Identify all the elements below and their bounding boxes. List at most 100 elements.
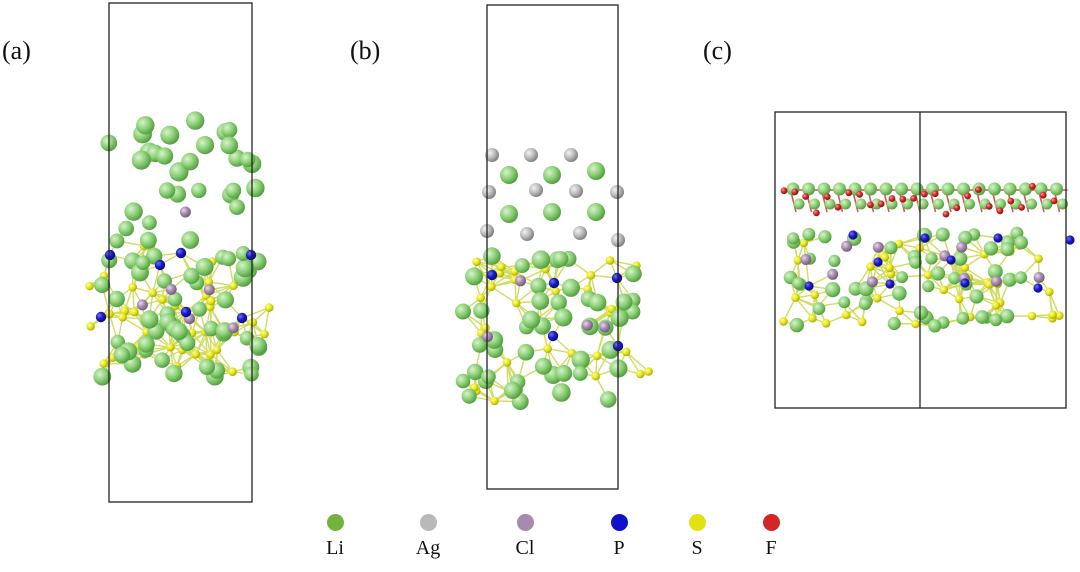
li-atom <box>1000 242 1015 257</box>
li-atom <box>455 303 471 320</box>
f-atom <box>910 195 917 202</box>
f-atom <box>1018 204 1025 211</box>
f-atom <box>953 204 961 212</box>
li-atom <box>1041 198 1053 210</box>
li-atom <box>543 203 561 221</box>
p-atom <box>804 281 814 291</box>
bond <box>609 259 637 267</box>
li-atom <box>473 302 490 319</box>
li-atom <box>922 280 935 293</box>
s-atom <box>808 313 817 323</box>
cl-atom <box>581 319 593 331</box>
li-atom <box>503 381 522 399</box>
p-atom <box>946 255 956 265</box>
cl-atom <box>599 321 611 333</box>
li-atom <box>956 311 970 325</box>
bond <box>122 316 147 333</box>
s-atom <box>923 270 933 280</box>
f-atom <box>813 209 820 217</box>
li-atom <box>828 254 841 267</box>
s-atom <box>799 238 809 248</box>
li-atom <box>909 255 922 269</box>
li-atom <box>855 198 867 210</box>
li-atom <box>987 264 1003 280</box>
p-atom <box>236 312 248 324</box>
ag-atom <box>610 185 624 199</box>
li-atom <box>140 310 159 329</box>
li-atom <box>156 147 174 165</box>
li-atom <box>1057 198 1068 210</box>
f-atom <box>964 192 971 200</box>
li-swatch-icon <box>326 514 344 531</box>
li-atom <box>983 241 999 256</box>
li-atom <box>240 151 256 168</box>
f-atom <box>1039 191 1047 199</box>
li-atom <box>216 291 234 309</box>
li-atom <box>838 296 851 309</box>
p-atom <box>486 269 498 281</box>
li-atom <box>1003 182 1017 196</box>
li-atom <box>160 125 180 145</box>
li-atom <box>793 198 805 210</box>
s-atom <box>880 252 890 262</box>
cl-atom <box>827 268 839 280</box>
li-atom <box>572 365 588 381</box>
cl-atom <box>179 206 191 218</box>
li-atom <box>964 198 975 210</box>
f-atom <box>1007 197 1015 205</box>
bond <box>794 297 813 319</box>
cl-atom <box>165 283 177 295</box>
s-atom <box>842 310 851 320</box>
li-atom <box>471 337 488 353</box>
p-atom <box>95 311 107 323</box>
li-atom <box>181 231 200 249</box>
s-atom <box>810 290 820 300</box>
legend-label-p: P <box>613 537 625 559</box>
cl-atom <box>800 254 812 265</box>
legend-item-ag: Ag <box>398 514 458 560</box>
li-atom <box>958 230 973 245</box>
legend-item-f: F <box>741 514 801 560</box>
p-atom <box>154 259 166 271</box>
s-atom <box>99 359 108 368</box>
li-atom <box>848 281 863 296</box>
li-atom <box>543 166 561 184</box>
li-atom <box>220 251 237 267</box>
li-atom <box>812 302 826 315</box>
li-atom <box>989 313 1003 327</box>
li-atom <box>789 317 804 333</box>
legend-label-li: Li <box>326 537 344 559</box>
ag-atom <box>564 148 578 162</box>
s-atom <box>821 319 831 328</box>
bond <box>625 351 641 375</box>
p-atom <box>175 247 187 259</box>
p-atom <box>1033 283 1043 293</box>
bond <box>263 307 270 335</box>
s-atom <box>543 344 552 354</box>
li-atom <box>884 241 898 255</box>
cl-atom <box>515 275 526 287</box>
s-atom <box>206 350 215 359</box>
li-atom <box>139 231 157 249</box>
li-atom <box>610 308 629 327</box>
legend-item-cl: Cl <box>495 514 555 560</box>
li-atom <box>550 294 567 311</box>
s-atom <box>586 270 596 280</box>
li-atom <box>928 319 942 333</box>
p-atom <box>920 233 930 243</box>
li-atom <box>948 271 961 285</box>
ag-atom <box>573 226 587 240</box>
p-atom <box>885 279 895 289</box>
f-swatch-icon <box>762 514 780 531</box>
li-atom <box>481 369 496 385</box>
s-atom <box>158 295 167 304</box>
li-atom <box>221 121 238 138</box>
cl-swatch-icon <box>516 514 534 531</box>
li-atom <box>461 388 477 404</box>
li-atom <box>825 282 841 298</box>
li-atom <box>818 230 832 244</box>
li-atom <box>917 198 929 210</box>
s-atom <box>791 293 800 303</box>
li-atom <box>975 310 989 324</box>
s-atom <box>487 282 496 292</box>
